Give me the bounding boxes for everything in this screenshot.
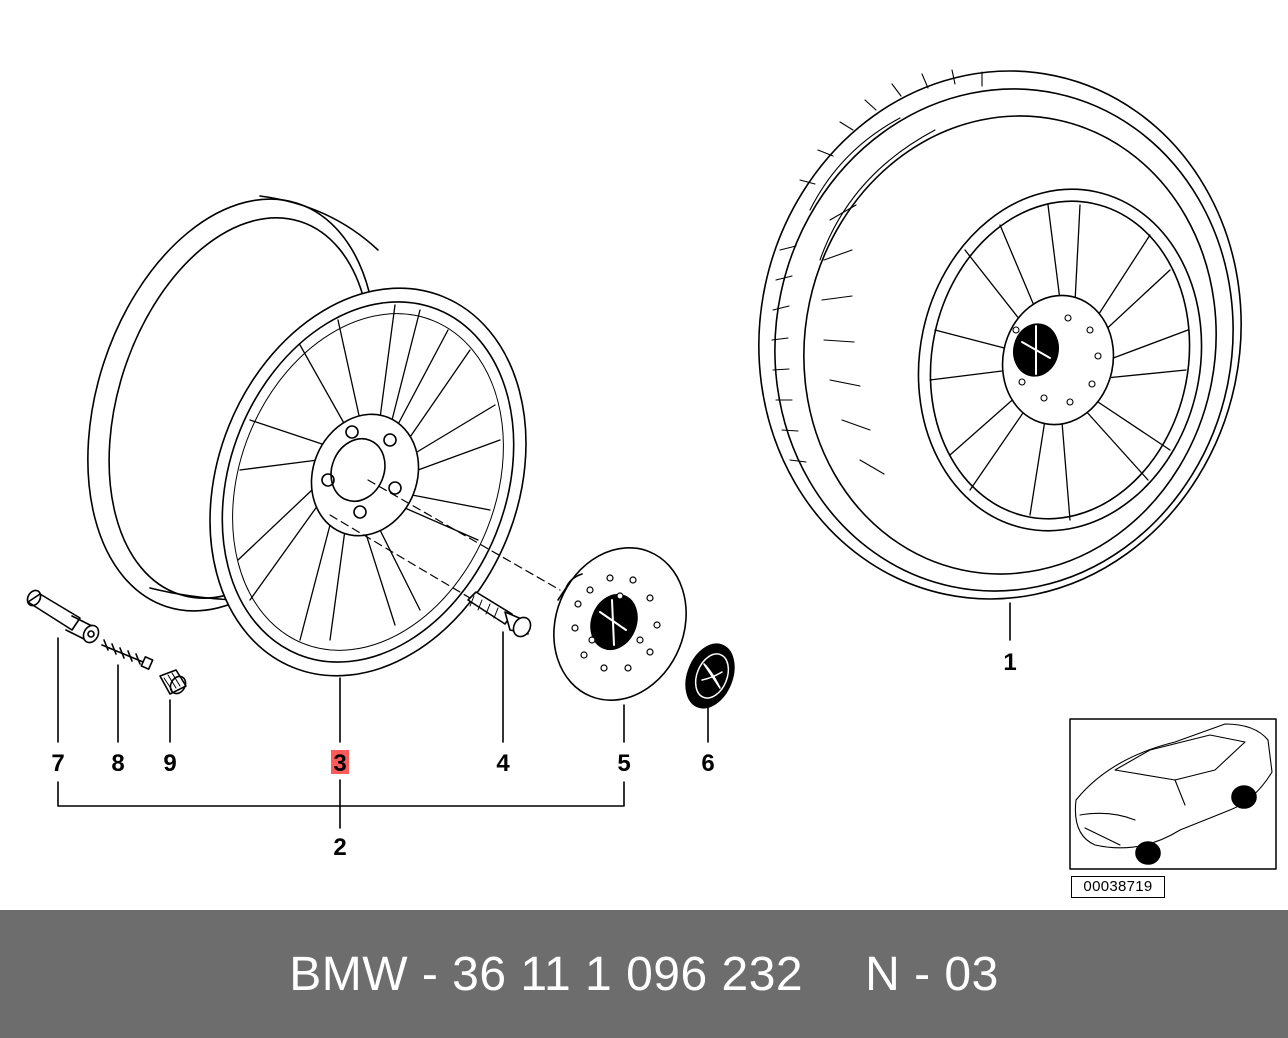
valve-core xyxy=(101,639,154,670)
callout-9: 9 xyxy=(163,750,176,777)
callout-3-highlight xyxy=(331,750,349,774)
callout-2: 2 xyxy=(333,834,346,861)
complete-wheel-tire xyxy=(758,69,1242,600)
callout-5: 5 xyxy=(617,750,630,777)
callout-6: 6 xyxy=(701,750,714,777)
vehicle-overview-inset xyxy=(1069,718,1277,870)
reference-code: 00038719 xyxy=(1071,876,1165,898)
alloy-wheel-rim xyxy=(87,195,561,677)
valve-stem xyxy=(26,589,100,644)
part-number-banner: BMW - 36 11 1 096 232 N - 03 xyxy=(0,910,1288,1038)
parts-diagram: 1 2 3 4 5 6 7 8 9 xyxy=(26,69,1277,870)
callout-1: 1 xyxy=(1003,649,1016,676)
callout-4: 4 xyxy=(496,750,510,777)
wheel-bolt xyxy=(467,591,532,638)
callout-3: 3 xyxy=(333,750,346,777)
leader-lines xyxy=(57,602,1011,829)
hub-cap xyxy=(553,547,687,701)
bmw-emblem xyxy=(685,643,735,709)
callout-8: 8 xyxy=(111,750,124,777)
valve-cap xyxy=(159,669,187,695)
section-code: N - 03 xyxy=(865,947,999,1001)
part-number: BMW - 36 11 1 096 232 xyxy=(289,947,804,1001)
callout-7: 7 xyxy=(51,750,64,777)
